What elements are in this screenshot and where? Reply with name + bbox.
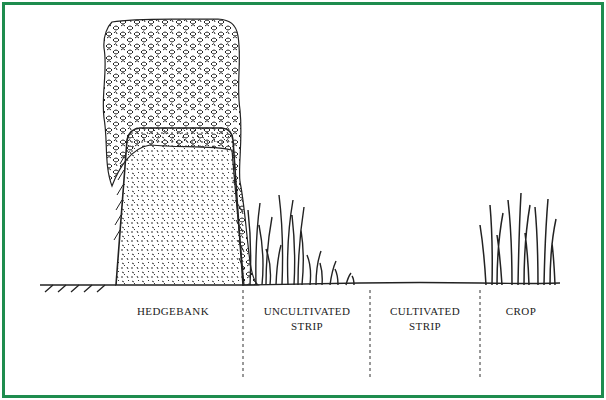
zone-dividers [243,290,480,380]
zone-label: CULTIVATED STRIP [375,304,475,334]
crop-plants [480,193,556,285]
grass-tufts [248,195,354,285]
zone-label: HEDGEBANK [118,304,228,319]
frame-border [4,4,603,397]
zone-label: UNCULTIVATED STRIP [255,304,359,334]
zone-label: CROP [486,304,556,319]
hedge-foliage [103,19,258,285]
